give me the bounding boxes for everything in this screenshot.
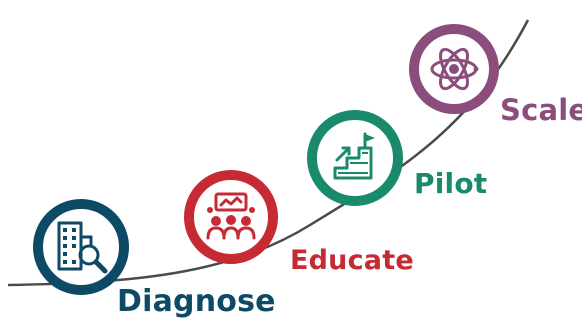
building-magnifier-icon (57, 221, 108, 274)
stage-pilot-label: Pilot (414, 167, 488, 200)
stairs-flag-icon (333, 132, 375, 180)
atom-icon (430, 47, 479, 91)
stage-scale-label: Scale (500, 93, 582, 127)
stage-diagnose-circle (33, 199, 129, 295)
classroom-presentation-icon (206, 192, 256, 240)
stage-pilot-circle (307, 110, 403, 206)
stage-educate-circle (184, 170, 278, 264)
stage-diagnose-label: Diagnose (117, 284, 276, 319)
stage-scale-circle (409, 24, 499, 114)
stage-educate-label: Educate (290, 245, 414, 276)
